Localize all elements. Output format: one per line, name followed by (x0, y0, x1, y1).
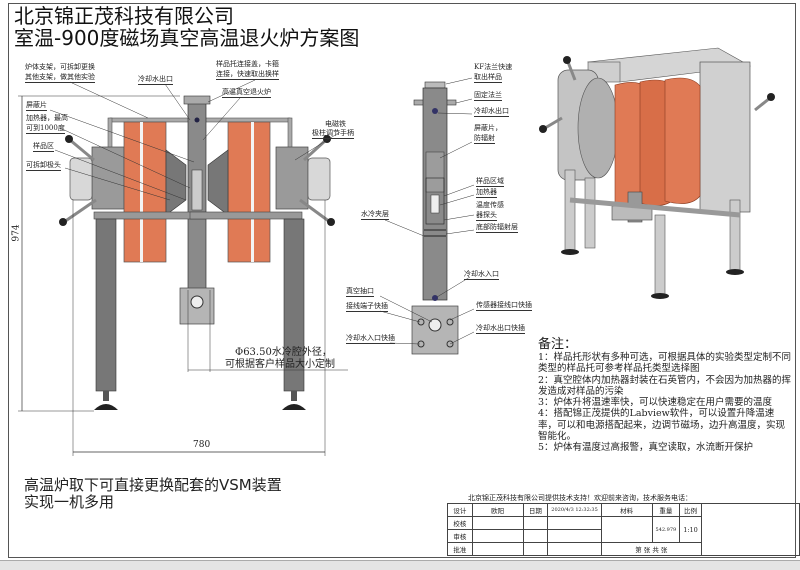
label-shield-1: 屏蔽片， (474, 124, 502, 132)
label-pole-head: 可拆卸极头 (26, 161, 61, 171)
notes-section: 备注： 1：样品托形状有多种可选，可根据具体的实验类型定制不同类型的样品托可参考… (538, 337, 793, 454)
designer: 欧阳 (471, 503, 524, 517)
window-bottom-bar (0, 560, 800, 570)
dimension-height: 974 (11, 224, 22, 242)
label-bottom-shield: 底部防辐射层 (476, 223, 518, 233)
approve-label: 批准 (447, 542, 473, 556)
weight-value: 542.979 (651, 516, 681, 543)
label-heater-2: 可到1000度 (26, 124, 65, 134)
caption-line-1: 高温炉取下可直接更换配套的VSM装置 (24, 476, 282, 494)
notes-heading: 备注： (538, 337, 578, 352)
label-coolant-out: 冷却水出口 (138, 75, 173, 85)
label-shield-2: 防辐射 (474, 134, 495, 144)
label-sample-zone: 样品区 (33, 142, 54, 152)
drawing-frame (8, 3, 796, 558)
label-holder-1: 样品托连接盖，卡箍 (216, 60, 279, 68)
label-shield: 屏蔽片 (26, 101, 47, 111)
check-label: 校核 (447, 516, 473, 530)
date-value: 2020/4/3 12:32:35 (547, 503, 602, 517)
sheet-label: 第 张 共 张 (600, 542, 702, 556)
side-view (379, 77, 475, 355)
review-label: 审核 (447, 529, 473, 543)
note-item: 5：炉体有温度过高报警，真空读取，水流断开保护 (538, 442, 754, 454)
label-holder-2: 连接，快速取出换样 (216, 70, 279, 80)
label-support-1: 炉体支架，可拆卸更换 (25, 63, 95, 71)
label-sensor-1: 温度传感 (476, 201, 504, 209)
note-item: 4：搭配锦正茂提供的Labview软件，可以设置升降温速率，可以和电源搭配起来，… (538, 408, 786, 443)
material-label: 材料 (600, 503, 653, 517)
design-label: 设计 (447, 503, 473, 517)
note-item: 1：样品托形状有多种可选，可根据具体的实验类型定制不同类型的样品托可参考样品托类… (538, 352, 792, 375)
weight-label: 重量 (651, 503, 681, 517)
caption-line-2: 实现一机多用 (24, 493, 115, 511)
label-diameter-1: Φ63.50水冷腔外径， (235, 347, 332, 358)
company-title: 北京锦正茂科技有限公司 (14, 4, 234, 28)
label-support-2: 其他支架，做其他实验 (25, 73, 95, 83)
material-value (600, 516, 653, 543)
drawing-title: 室温-900度磁场真空高温退火炉方案图 (14, 26, 360, 50)
label-kf-2: 取出样品 (474, 73, 502, 83)
label-sensor-2: 器探头 (476, 211, 497, 221)
dimension-width: 780 (193, 440, 211, 450)
scale-label: 比例 (679, 503, 702, 517)
front-view (18, 79, 348, 456)
title-block: 设计 欧阳 日期 2020/4/3 12:32:35 材料 重量 比例 校核 5… (447, 503, 800, 556)
caption: 高温炉取下可直接更换配套的VSM装置 实现一机多用 (24, 477, 282, 511)
note-item: 2：真空腔体内加热器封装在石英管内，不会因为加热器的挥发造成对样品的污染 (538, 374, 792, 397)
label-kf-1: KF法兰快速 (474, 63, 513, 71)
label-sensor-port: 传感器接线口快插 (476, 301, 532, 311)
label-heater: 加热器 (476, 188, 497, 198)
scale-value: 1:10 (679, 516, 702, 543)
label-coolant-in-plug: 冷却水入口快插 (346, 334, 395, 344)
label-coolant-in: 冷却水入口 (464, 270, 499, 280)
label-furnace: 高温真空退火炉 (222, 88, 271, 98)
label-diameter-2: 可根据客户样品大小定制 (225, 359, 335, 370)
label-sample-area: 样品区域 (476, 177, 504, 187)
label-coolant-out-plug: 冷却水出口快插 (476, 324, 525, 334)
date-label: 日期 (522, 503, 549, 517)
label-side-coolant-out: 冷却水出口 (474, 107, 509, 117)
label-water-jacket: 水冷夹层 (361, 210, 389, 220)
label-terminal: 接线端子快插 (346, 302, 388, 312)
blank-cell (700, 503, 800, 556)
label-flange: 固定法兰 (474, 91, 502, 101)
label-heater-1: 加热器，最高 (26, 114, 68, 122)
label-vacuum-port: 真空抽口 (346, 287, 374, 297)
note-item: 3：炉体升将温速率快，可以快速稳定在用户需要的温度 (538, 397, 773, 409)
label-magnet-2: 极柱调节手柄 (312, 129, 354, 139)
isometric-view (539, 47, 775, 299)
label-magnet-1: 电磁铁 (325, 120, 346, 128)
